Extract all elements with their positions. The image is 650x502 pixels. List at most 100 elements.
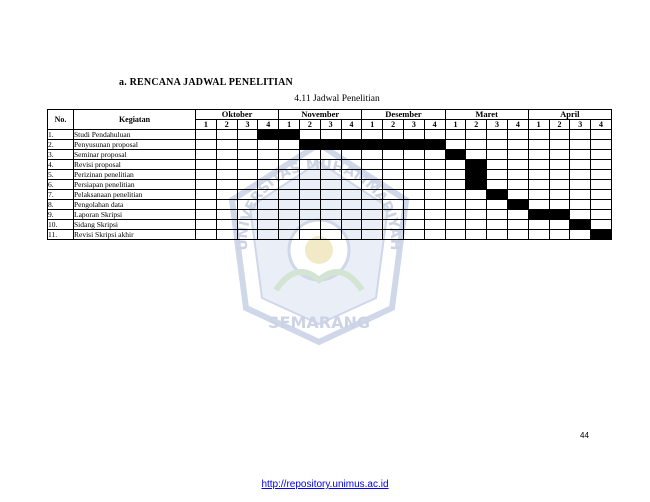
schedule-cell bbox=[319, 129, 342, 140]
schedule-cell bbox=[506, 179, 529, 190]
schedule-cell bbox=[278, 179, 300, 190]
schedule-cell-filled bbox=[361, 139, 384, 150]
schedule-cell-filled bbox=[298, 139, 321, 150]
schedule-cell bbox=[382, 149, 404, 160]
schedule-cell bbox=[569, 229, 592, 240]
month-header: Maret bbox=[444, 109, 529, 120]
schedule-cell bbox=[423, 189, 446, 200]
schedule-cell bbox=[257, 159, 280, 170]
schedule-cell bbox=[527, 169, 550, 180]
schedule-cell bbox=[569, 199, 592, 210]
row-number: 1. bbox=[47, 129, 74, 140]
schedule-cell bbox=[444, 159, 467, 170]
schedule-cell bbox=[195, 169, 217, 180]
schedule-cell bbox=[486, 149, 508, 160]
watermark-text: SEMARANG bbox=[268, 313, 370, 332]
schedule-cell bbox=[257, 179, 280, 190]
schedule-cell bbox=[298, 199, 321, 210]
schedule-cell bbox=[527, 229, 550, 240]
schedule-cell bbox=[215, 169, 238, 180]
header-activity: Kegiatan bbox=[73, 109, 196, 130]
schedule-cell bbox=[319, 229, 342, 240]
schedule-cell bbox=[195, 199, 217, 210]
week-header: 1 bbox=[361, 119, 384, 130]
row-number: 2. bbox=[47, 139, 74, 150]
schedule-cell bbox=[257, 199, 280, 210]
schedule-cell bbox=[236, 219, 259, 230]
schedule-cell bbox=[195, 159, 217, 170]
schedule-cell-filled bbox=[548, 209, 571, 220]
schedule-cell bbox=[402, 169, 425, 180]
schedule-cell bbox=[361, 159, 384, 170]
schedule-cell bbox=[382, 219, 404, 230]
activity-name: Studi Pendahuluan bbox=[73, 129, 196, 140]
schedule-cell bbox=[506, 189, 529, 200]
schedule-cell bbox=[382, 159, 404, 170]
week-header: 4 bbox=[340, 119, 363, 130]
schedule-cell bbox=[382, 199, 404, 210]
schedule-cell bbox=[423, 179, 446, 190]
schedule-cell bbox=[569, 189, 592, 200]
row-number: 3. bbox=[47, 149, 74, 160]
schedule-cell bbox=[590, 189, 612, 200]
schedule-cell bbox=[319, 159, 342, 170]
week-header: 2 bbox=[548, 119, 571, 130]
schedule-cell bbox=[236, 149, 259, 160]
schedule-cell bbox=[548, 189, 571, 200]
schedule-cell bbox=[361, 199, 384, 210]
section-heading: a. RENCANA JADWAL PENELITIAN bbox=[119, 77, 293, 88]
table-row: 10.Sidang Skripsi bbox=[47, 219, 612, 230]
schedule-cell bbox=[236, 229, 259, 240]
month-header: Desember bbox=[361, 109, 446, 120]
schedule-cell bbox=[361, 229, 384, 240]
schedule-cell-filled bbox=[402, 139, 425, 150]
schedule-cell bbox=[444, 199, 467, 210]
schedule-cell bbox=[298, 189, 321, 200]
table-row: 5.Perizinan penelitian bbox=[47, 169, 612, 180]
header-no: No. bbox=[47, 109, 74, 130]
schedule-cell bbox=[527, 139, 550, 150]
schedule-cell bbox=[236, 189, 259, 200]
schedule-cell bbox=[548, 139, 571, 150]
schedule-cell bbox=[486, 169, 508, 180]
table-row: 2.Penyusunan proposal bbox=[47, 139, 612, 150]
schedule-cell bbox=[319, 199, 342, 210]
schedule-cell bbox=[486, 229, 508, 240]
week-header: 4 bbox=[423, 119, 446, 130]
activity-name: Persiapan penelitian bbox=[73, 179, 196, 190]
schedule-cell-filled bbox=[590, 229, 612, 240]
schedule-cell bbox=[298, 129, 321, 140]
schedule-cell bbox=[444, 209, 467, 220]
schedule-cell bbox=[527, 219, 550, 230]
schedule-cell bbox=[278, 139, 300, 150]
row-number: 9. bbox=[47, 209, 74, 220]
schedule-cell bbox=[590, 149, 612, 160]
schedule-cell bbox=[423, 219, 446, 230]
schedule-cell bbox=[361, 189, 384, 200]
schedule-cell bbox=[569, 139, 592, 150]
schedule-cell bbox=[465, 139, 488, 150]
schedule-cell bbox=[527, 149, 550, 160]
schedule-cell bbox=[569, 159, 592, 170]
week-header: 1 bbox=[278, 119, 300, 130]
schedule-cell bbox=[257, 209, 280, 220]
page-number: 44 bbox=[580, 431, 589, 440]
schedule-cell bbox=[361, 149, 384, 160]
schedule-cell bbox=[340, 199, 363, 210]
schedule-cell bbox=[402, 129, 425, 140]
schedule-cell bbox=[548, 219, 571, 230]
schedule-cell-filled bbox=[465, 169, 488, 180]
schedule-cell bbox=[465, 129, 488, 140]
schedule-cell bbox=[257, 219, 280, 230]
schedule-cell bbox=[423, 209, 446, 220]
week-header: 3 bbox=[486, 119, 508, 130]
repository-link[interactable]: http://repository.unimus.ac.id bbox=[261, 479, 389, 490]
schedule-cell bbox=[236, 199, 259, 210]
schedule-cell-filled bbox=[527, 209, 550, 220]
schedule-cell bbox=[236, 169, 259, 180]
schedule-cell bbox=[590, 129, 612, 140]
schedule-cell bbox=[215, 229, 238, 240]
schedule-cell bbox=[382, 129, 404, 140]
schedule-cell bbox=[236, 159, 259, 170]
